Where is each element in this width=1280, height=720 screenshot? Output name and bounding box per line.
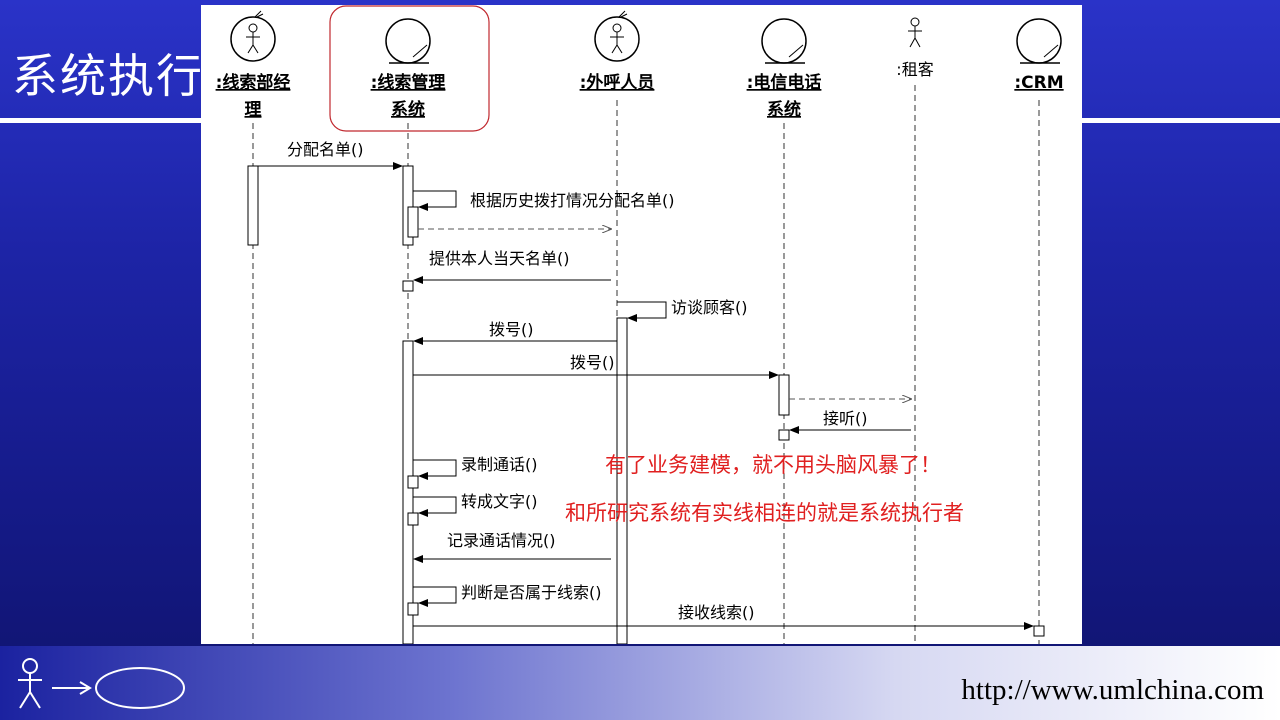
activation-bar xyxy=(407,475,419,489)
self-message-arrow xyxy=(413,459,457,480)
self-message-arrow xyxy=(413,190,457,211)
self-message-arrow xyxy=(413,586,457,607)
highlight-box xyxy=(329,5,490,132)
message-arrows xyxy=(258,162,1034,630)
sequence-diagram: :线索部经 理 :线索管理 系统 :外呼人员 :电信电话 系统 :租客 :CRM xyxy=(201,5,1082,644)
message-label: 分配名单() xyxy=(287,140,364,159)
message-label: 转成文字() xyxy=(461,492,538,511)
activation-bar xyxy=(247,165,259,246)
stickman-icon xyxy=(908,17,922,48)
message-label: 拨号() xyxy=(570,353,615,372)
footer-url-link[interactable]: http://www.umlchina.com xyxy=(961,674,1264,706)
message-label: 提供本人当天名单() xyxy=(429,249,570,268)
message-label: 访谈顾客() xyxy=(671,298,748,317)
activation-bar xyxy=(616,317,628,644)
activation-bar xyxy=(778,429,790,441)
message-label: 录制通话() xyxy=(461,455,538,474)
activation-bar xyxy=(402,340,414,644)
annotation-note: 有了业务建模，就不用头脑风暴了！ xyxy=(605,453,941,477)
activation-bar xyxy=(778,374,790,416)
lifeline-label: 系统 xyxy=(767,99,801,120)
activation-bar xyxy=(407,602,419,616)
activation-bar xyxy=(402,165,414,246)
activation-bar xyxy=(402,280,414,292)
activation-bars xyxy=(247,165,1045,644)
message-label: 拨号() xyxy=(489,320,534,339)
lifeline-label: :电信电话 xyxy=(747,72,822,93)
lifeline-label: :线索部经 xyxy=(216,72,291,93)
entity-object-icon xyxy=(761,18,807,64)
activation-bar xyxy=(1033,625,1045,637)
lifeline-label: :线索管理 xyxy=(371,72,446,93)
uml-usecase-logo-icon xyxy=(18,658,185,709)
activation-bar xyxy=(407,512,419,526)
message-label: 接收线索() xyxy=(678,603,755,622)
lifeline-label: :外呼人员 xyxy=(580,72,655,93)
message-label: 根据历史拨打情况分配名单() xyxy=(470,191,675,210)
actor-role-icon xyxy=(230,10,276,62)
lifeline-label: :CRM xyxy=(1014,73,1063,93)
lifeline-label: 理 xyxy=(245,100,262,120)
message-label: 记录通话情况() xyxy=(447,531,556,550)
footer-bar: http://www.umlchina.com xyxy=(0,646,1280,720)
lifelines xyxy=(252,85,1040,644)
self-message-arrow xyxy=(413,496,457,517)
self-message-arrow xyxy=(617,301,667,322)
message-label: 接听() xyxy=(823,409,868,428)
message-label: 判断是否属于线索() xyxy=(461,583,602,602)
lifeline-label: 系统 xyxy=(391,99,425,120)
entity-object-icon xyxy=(385,18,431,64)
activation-bar xyxy=(407,206,419,238)
annotation-note: 和所研究系统有实线相连的就是系统执行者 xyxy=(565,501,964,525)
entity-object-icon xyxy=(1016,18,1062,64)
sequence-diagram-canvas: :线索部经 理 :线索管理 系统 :外呼人员 :电信电话 系统 :租客 :CRM xyxy=(216,5,1064,644)
actor-role-icon xyxy=(594,10,640,62)
lifeline-label: :租客 xyxy=(896,60,933,79)
